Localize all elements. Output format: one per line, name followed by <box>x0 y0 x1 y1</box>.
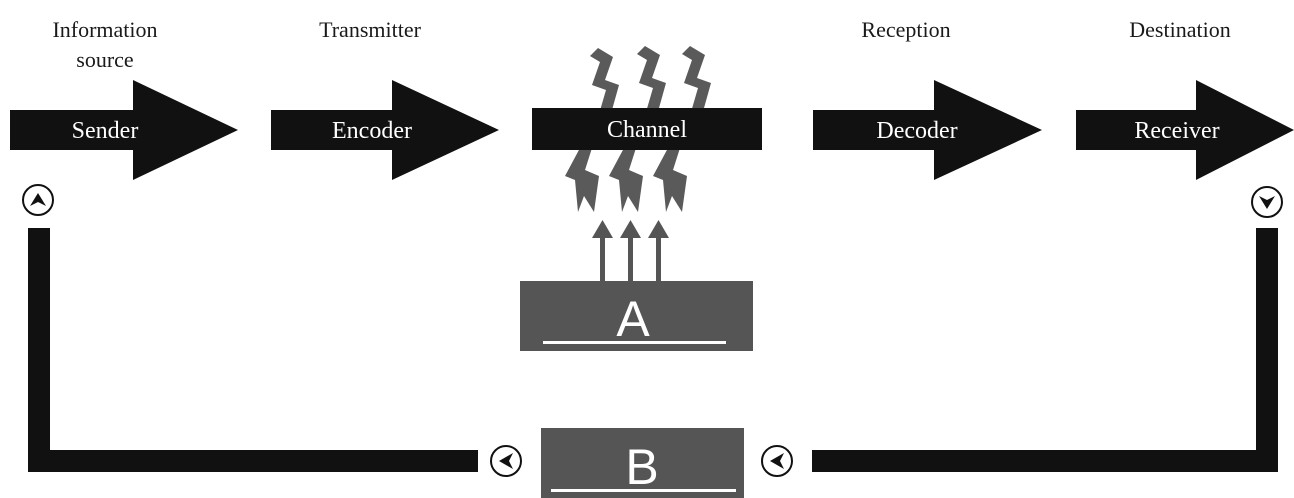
box-b-label: B <box>625 439 658 495</box>
channel-label: Channel <box>607 117 687 143</box>
box-b <box>541 428 744 498</box>
header-information-source-line1: Information <box>52 17 157 42</box>
lightning-bolt-4 <box>565 148 599 212</box>
receiver-arrow <box>1076 80 1294 180</box>
box-a-underline <box>543 341 726 344</box>
noise-arrow-shaft-3 <box>656 234 661 282</box>
chevron-up-icon <box>22 184 54 216</box>
feedback-right-horizontal <box>812 450 1278 472</box>
header-reception: Reception <box>861 17 950 42</box>
sender-arrow <box>10 80 238 180</box>
encoder-arrow <box>271 80 499 180</box>
decoder-label: Decoder <box>876 118 957 144</box>
receiver-label: Receiver <box>1134 118 1219 144</box>
noise-arrows <box>592 220 669 282</box>
noise-arrow-head-2 <box>620 220 641 238</box>
header-information-source-line2: source <box>76 47 133 72</box>
feedback-right-vertical <box>1256 228 1278 472</box>
noise-arrow-shaft-2 <box>628 234 633 282</box>
sender-label: Sender <box>72 118 139 144</box>
header-destination: Destination <box>1129 17 1230 42</box>
box-a-label: A <box>616 291 650 347</box>
chevron-left-icon-right <box>761 445 793 477</box>
feedback-left-vertical <box>28 228 50 472</box>
decoder-arrow <box>813 80 1042 180</box>
feedback-left-horizontal <box>28 450 478 472</box>
lightning-bolt-5 <box>609 148 643 212</box>
noise-arrow-head-3 <box>648 220 669 238</box>
chevron-left-icon <box>490 445 522 477</box>
encoder-label: Encoder <box>332 118 412 144</box>
noise-arrow-shaft-1 <box>600 234 605 282</box>
lightning-bolt-6 <box>653 148 687 212</box>
box-b-underline <box>551 489 736 492</box>
noise-arrow-head-1 <box>592 220 613 238</box>
box-a <box>520 281 753 351</box>
header-transmitter: Transmitter <box>319 17 422 42</box>
chevron-down-icon <box>1251 186 1283 218</box>
channel-bar <box>532 108 762 150</box>
